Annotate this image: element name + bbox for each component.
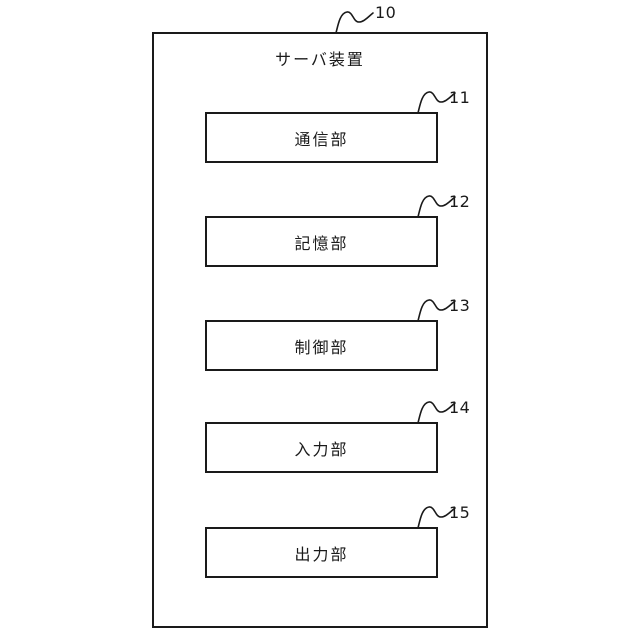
server-device-title: サーバ装置	[275, 50, 365, 69]
leader-squiggle-icon	[332, 8, 376, 34]
block-control-unit: 制御部	[205, 320, 438, 371]
block-communication-unit: 通信部	[205, 112, 438, 163]
block-input-unit: 入力部	[205, 422, 438, 473]
reference-numeral-11: 11	[449, 88, 471, 107]
reference-numeral-15: 15	[449, 503, 471, 522]
block-storage-unit: 記憶部	[205, 216, 438, 267]
reference-numeral-10: 10	[375, 3, 397, 22]
block-output-unit: 出力部	[205, 527, 438, 578]
reference-numeral-13: 13	[449, 296, 471, 315]
reference-numeral-12: 12	[449, 192, 471, 211]
reference-numeral-14: 14	[449, 398, 471, 417]
